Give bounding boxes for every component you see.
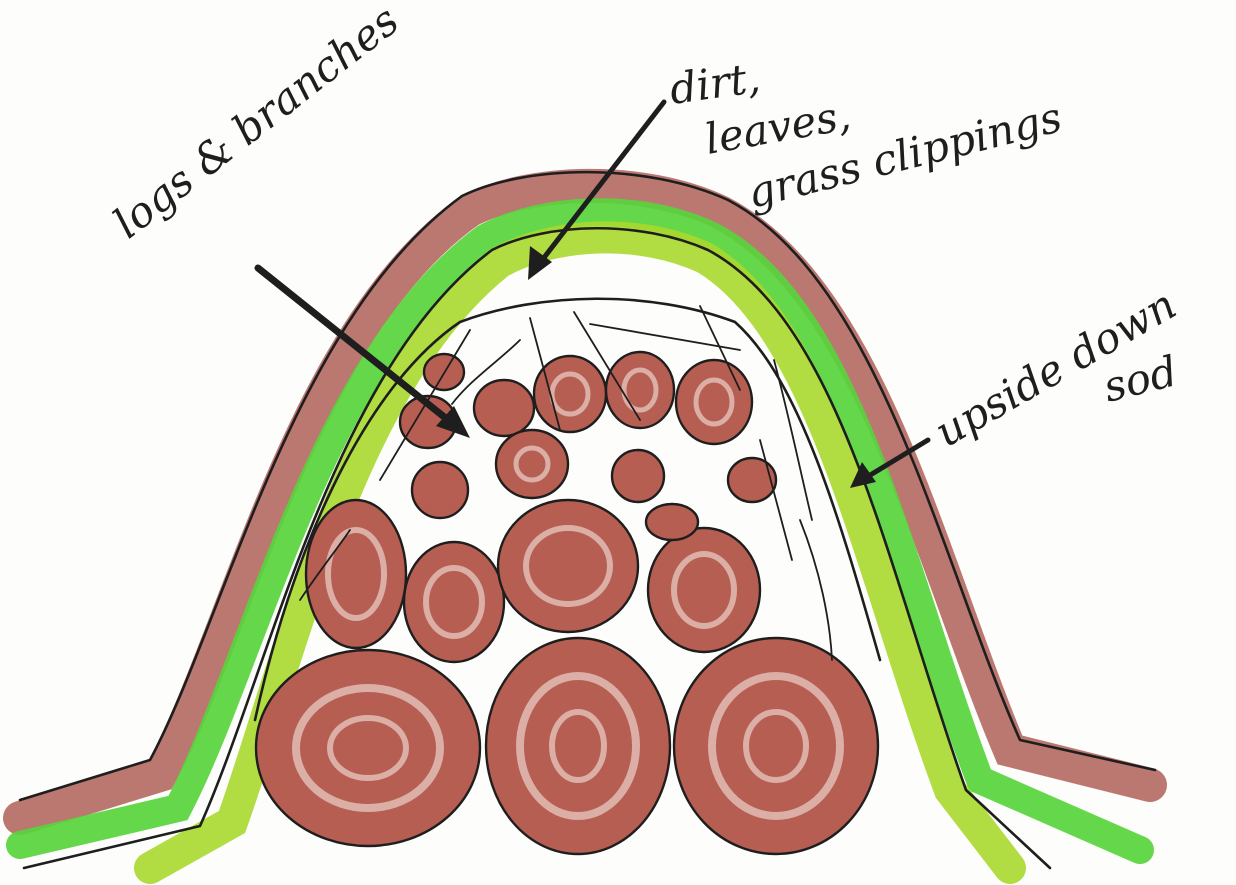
branch-8 xyxy=(496,430,568,498)
log-medium-2 xyxy=(404,542,504,662)
branch-5 xyxy=(606,352,674,428)
log-large-center xyxy=(486,638,670,854)
label-dirt: dirt, xyxy=(667,53,764,114)
branch-6 xyxy=(676,360,752,444)
log-large-right xyxy=(674,638,878,854)
log-medium-3 xyxy=(498,500,638,632)
branch-9 xyxy=(612,450,664,502)
branch-7 xyxy=(412,462,468,518)
branch-10 xyxy=(646,504,698,540)
log-medium-1 xyxy=(306,500,406,648)
log-large-left xyxy=(256,650,480,846)
branch-11 xyxy=(728,458,776,502)
branch-3 xyxy=(474,380,534,436)
label-logs-branches: logs & branches xyxy=(104,0,408,248)
log-medium-4 xyxy=(648,528,760,652)
branch-4 xyxy=(534,356,606,432)
